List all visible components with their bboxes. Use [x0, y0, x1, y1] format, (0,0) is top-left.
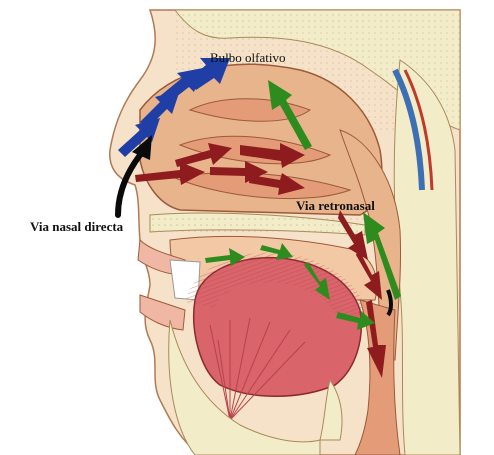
label-via-retronasal: Via retronasal — [296, 198, 375, 213]
label-via-nasal-directa: Via nasal directa — [30, 219, 124, 234]
palate-texture — [150, 215, 365, 235]
label-bulbo-olfativo: Bulbo olfativo — [210, 50, 285, 65]
